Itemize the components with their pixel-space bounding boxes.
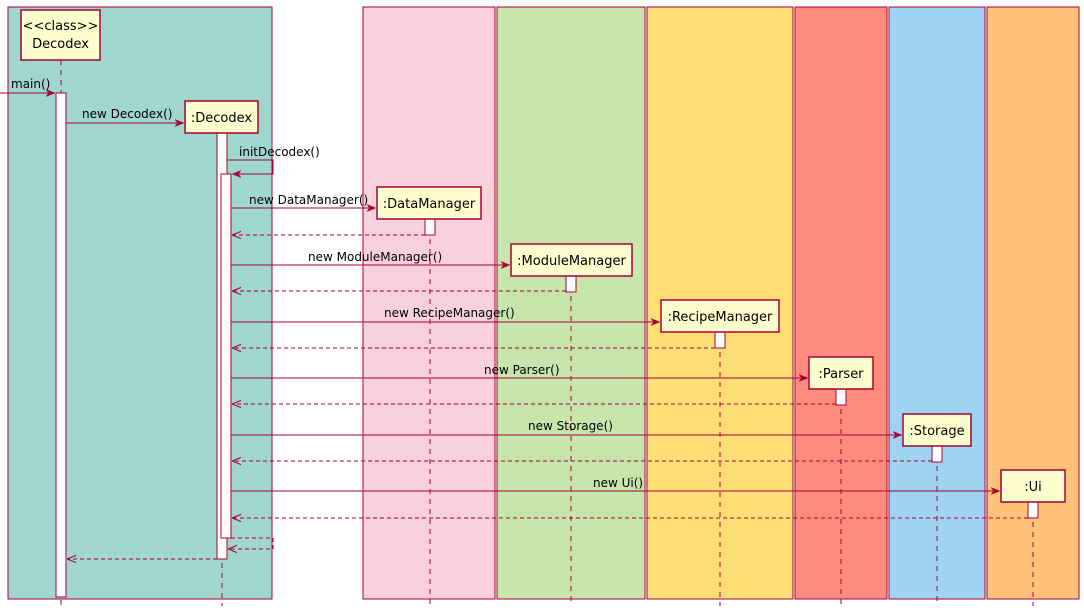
lane-parser [794,6,888,600]
participants: <<class>> Decodex :Decodex :DataManager … [20,9,1066,503]
message-arrow-init-decodex [227,159,274,174]
lane-data [362,6,496,600]
participant-ui: :Ui [1000,469,1066,503]
message-arrow-return-init [229,537,274,549]
participant-label: :DataManager [383,197,476,212]
participant-storage: :Storage [902,413,972,447]
activation-ui [1027,501,1039,519]
activation-recipemanager [714,331,726,349]
message-label-main: main() [11,77,50,91]
activation-parser [835,388,847,406]
lane-logic [7,6,273,600]
lanes [7,6,1080,600]
participant-label: :ModuleManager [517,254,626,269]
participant-datamanager: :DataManager [376,186,482,220]
participant-label: :Parser [818,367,864,382]
message-label-new-recipemanager: new RecipeManager() [384,306,515,320]
participant-recipemanager: :RecipeManager [660,299,780,333]
message-label-init-decodex: initDecodex() [239,145,320,159]
participant-label: Decodex [32,37,89,52]
activation-storage [931,445,943,463]
message-labels: main() new Decodex() initDecodex() new D… [11,77,643,490]
participant-label: :Storage [909,424,964,439]
participant-decodex-class: <<class>> Decodex [20,9,101,61]
activation-modulemanager [565,275,577,293]
message-label-new-ui: new Ui() [593,476,643,490]
participant-label: :Decodex [191,111,253,126]
message-label-new-storage: new Storage() [528,419,613,433]
participant-decodex: :Decodex [184,100,259,134]
message-label-new-decodex: new Decodex() [82,107,172,121]
activations [55,92,1039,598]
participant-label: :RecipeManager [668,310,773,325]
participant-stereotype: <<class>> [23,19,99,34]
participant-modulemanager: :ModuleManager [510,243,633,277]
participant-parser: :Parser [808,356,874,390]
participant-label: :Ui [1024,480,1042,495]
activation-decodex-init [220,173,232,539]
message-label-new-datamanager: new DataManager() [249,193,368,207]
activation-datamanager [424,218,436,236]
messages [0,93,1028,559]
message-label-new-parser: new Parser() [484,363,560,377]
activation-decodex-class [55,92,67,598]
message-label-new-modulemanager: new ModuleManager() [308,250,442,264]
